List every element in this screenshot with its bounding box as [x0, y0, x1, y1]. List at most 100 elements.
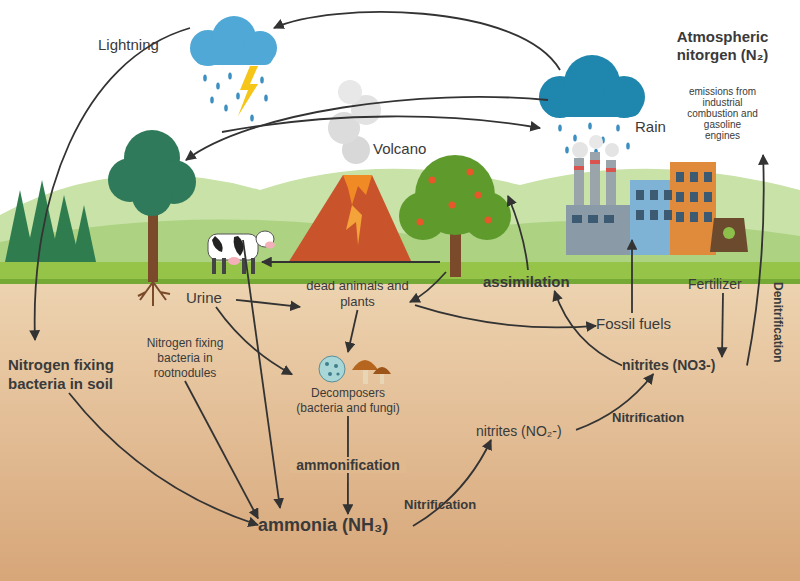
node-text: emissions from industrial combustion and…: [687, 86, 759, 141]
decomposer-icons: [325, 362, 340, 376]
factory: [590, 152, 600, 208]
cow: [228, 257, 240, 265]
soil: [0, 282, 800, 581]
right-cloud: [573, 135, 577, 142]
flow-arrow: [722, 293, 723, 357]
right-cloud: [616, 125, 620, 132]
factory: [670, 162, 716, 255]
left-cloud: [195, 48, 273, 65]
edge-label: Nitrification: [404, 497, 476, 512]
right-tree: [485, 217, 492, 224]
flow-arrow: [236, 300, 300, 307]
left-cloud: [203, 73, 268, 122]
volcano: [288, 175, 412, 263]
cycle-stage-label: nitrites (NO₂-): [476, 423, 576, 440]
factory: [606, 168, 616, 172]
pine-trees: [5, 180, 96, 262]
fertilizer-bag: [710, 218, 748, 252]
decomposer-icons: [319, 356, 391, 384]
flow-arrow: [185, 381, 258, 518]
node-text: nitrites (NO3-): [622, 357, 747, 374]
right-tree: [417, 219, 424, 226]
cycle-stage-label: Fertilizer: [688, 276, 758, 293]
factory: [650, 210, 658, 220]
cycle-arrows: [222, 116, 540, 132]
factory: [676, 192, 684, 202]
factory: [690, 212, 698, 222]
factory: [604, 215, 614, 223]
cycle-arrows: [35, 12, 632, 508]
cycle-arrows: [186, 97, 548, 160]
left-cloud: [190, 16, 277, 122]
factory: [605, 143, 619, 157]
edge-label: Denitrification: [771, 282, 785, 363]
factory: [690, 192, 698, 202]
cow: [212, 258, 216, 274]
node-text: Fertilizer: [688, 276, 758, 293]
right-cloud: [558, 123, 630, 156]
volcano: [343, 175, 372, 205]
node-text: ammonia (NH₃): [258, 514, 413, 536]
node-text: Nitrogen fixing bacteria in soil: [8, 355, 130, 393]
factory: [589, 135, 603, 149]
cycle-arrows: [508, 196, 528, 270]
right-cloud: [565, 147, 569, 154]
decomposer-icons: [336, 372, 339, 375]
node-text: Urine: [186, 289, 236, 307]
node-text: nitrites (NO₂-): [476, 423, 576, 440]
cow: [251, 258, 255, 274]
factory: [566, 135, 716, 255]
cycle-stage-label: Nitrogen fixing bacteria in rootnodules: [135, 336, 235, 381]
volcano: [288, 80, 412, 263]
factory: [704, 172, 712, 182]
cycle-stage-label: ammonia (NH₃): [258, 514, 413, 536]
cycle-arrows: [274, 12, 560, 70]
cycle-stage-label: Decomposers (bacteria and fungi): [292, 352, 404, 416]
node-text: dead animals and plants: [300, 278, 415, 310]
factory: [590, 160, 600, 164]
left-cloud: [260, 77, 264, 84]
decomposer-icons: [334, 364, 338, 368]
left-cloud: [216, 83, 220, 90]
left-tree: [132, 176, 172, 216]
fertilizer-bag: [723, 227, 735, 239]
volcano: [346, 205, 362, 245]
left-cloud: [210, 97, 214, 104]
right-cloud: [539, 55, 645, 156]
right-tree: [399, 155, 511, 277]
factory: [566, 205, 636, 255]
factory: [676, 172, 684, 182]
node-text: Atmospheric nitorgen (N₂): [650, 28, 795, 64]
node-text: Decomposers (bacteria and fungi): [292, 386, 404, 416]
factory: [690, 172, 698, 182]
factory: [588, 215, 598, 223]
factory: [572, 172, 712, 223]
fertilizer-bag: [710, 218, 748, 252]
cycle-stage-label: Urine: [186, 289, 236, 307]
right-tree: [399, 192, 447, 240]
left-cloud: [228, 73, 232, 80]
pine-trees: [72, 205, 96, 262]
cycle-arrows: [631, 240, 633, 313]
node-text: assimilation: [483, 273, 593, 291]
right-tree: [417, 169, 492, 226]
cow: [222, 258, 226, 274]
decomposer-icons: [319, 356, 345, 382]
flow-arrow: [216, 307, 292, 374]
plain-label: Volcano: [373, 140, 426, 157]
node-text: Fossil fuels: [596, 315, 686, 333]
factory: [664, 210, 672, 220]
edge-label: ammonification: [290, 457, 406, 473]
factory: [572, 142, 588, 158]
factory: [574, 158, 584, 208]
plain-label: Rain: [635, 118, 666, 135]
volcano: [338, 80, 362, 104]
factory: [636, 210, 644, 220]
decomposer-icons: [325, 362, 329, 366]
right-tree: [429, 177, 436, 184]
cycle-stage-label: assimilation: [483, 273, 593, 291]
right-cloud: [558, 125, 562, 132]
decomposer-icons: [373, 367, 391, 374]
left-cloud: [264, 95, 268, 102]
